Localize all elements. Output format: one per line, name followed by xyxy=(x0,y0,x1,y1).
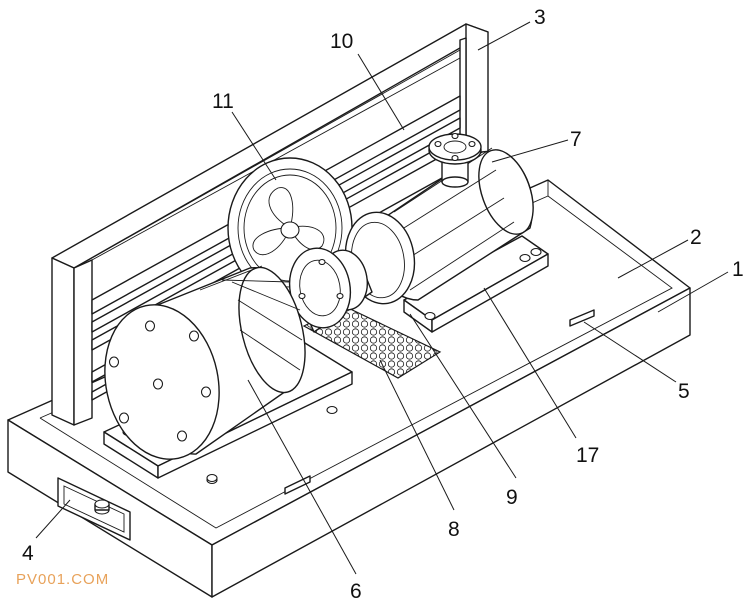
drawer xyxy=(57,477,131,541)
callout-2: 2 xyxy=(690,226,702,249)
callout-4: 4 xyxy=(22,542,34,565)
slot xyxy=(569,309,595,327)
leader-lines xyxy=(35,21,729,575)
callout-labels: 1 2 3 4 5 6 7 8 9 10 11 17 xyxy=(22,6,744,603)
callout-6: 6 xyxy=(350,580,362,603)
callout-11: 11 xyxy=(212,90,234,113)
callout-3: 3 xyxy=(534,6,546,29)
callout-5: 5 xyxy=(678,380,690,403)
callout-10: 10 xyxy=(330,30,353,53)
callout-7: 7 xyxy=(570,128,582,151)
shaft-coupling xyxy=(288,247,373,333)
callout-17: 17 xyxy=(576,444,599,467)
callout-1: 1 xyxy=(732,258,744,281)
watermark: PV001.COM xyxy=(16,571,110,588)
callout-8: 8 xyxy=(448,518,460,541)
left-motor xyxy=(103,265,353,485)
callout-9: 9 xyxy=(506,486,518,509)
